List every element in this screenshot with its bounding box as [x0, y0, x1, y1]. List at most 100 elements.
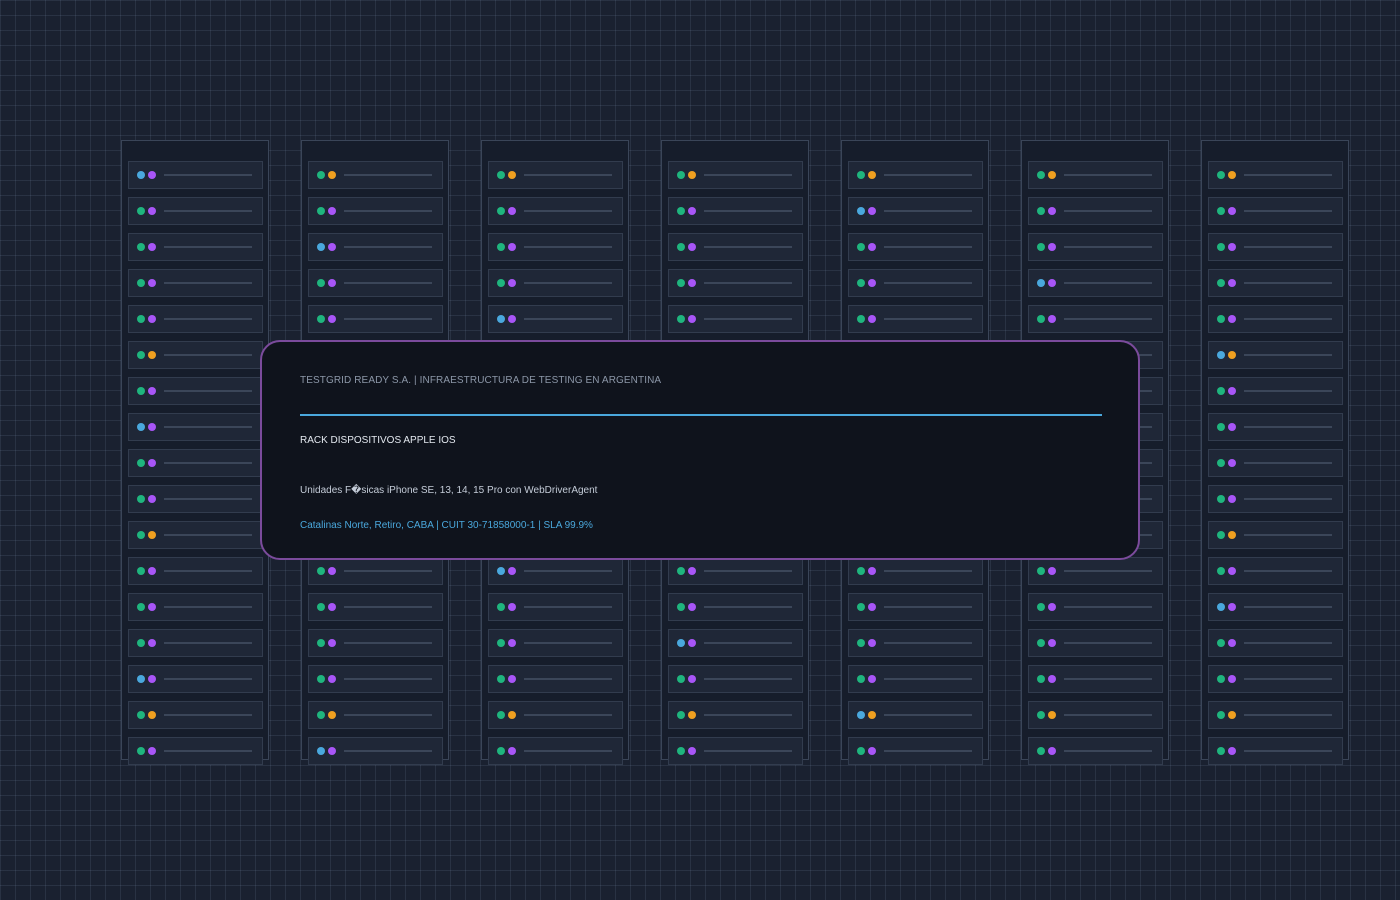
- status-led-icon: [677, 243, 685, 251]
- unit-bar: [1064, 714, 1152, 716]
- status-led-icon: [148, 567, 156, 575]
- status-led-icon: [1228, 243, 1236, 251]
- unit-bar: [344, 318, 432, 320]
- status-led-icon: [148, 675, 156, 683]
- rack-unit: [308, 233, 443, 261]
- status-led-icon: [137, 315, 145, 323]
- rack-unit: [128, 521, 263, 549]
- status-led-icon: [688, 171, 696, 179]
- rack-unit: [1028, 737, 1163, 765]
- unit-bar: [524, 318, 612, 320]
- status-led-icon: [1217, 423, 1225, 431]
- unit-bar: [704, 678, 792, 680]
- rack-unit: [1208, 485, 1343, 513]
- status-led-icon: [328, 171, 336, 179]
- unit-bar: [884, 210, 972, 212]
- status-led-icon: [328, 207, 336, 215]
- status-led-icon: [857, 603, 865, 611]
- unit-bar: [1244, 534, 1332, 536]
- status-led-icon: [317, 711, 325, 719]
- status-led-icon: [1217, 495, 1225, 503]
- rack-unit: [128, 665, 263, 693]
- status-led-icon: [1048, 567, 1056, 575]
- status-led-icon: [328, 603, 336, 611]
- status-led-icon: [868, 711, 876, 719]
- status-led-icon: [1228, 459, 1236, 467]
- status-led-icon: [497, 279, 505, 287]
- status-led-icon: [1048, 639, 1056, 647]
- status-led-icon: [677, 315, 685, 323]
- unit-bar: [1244, 426, 1332, 428]
- status-led-icon: [688, 711, 696, 719]
- unit-bar: [164, 498, 252, 500]
- status-led-icon: [1228, 279, 1236, 287]
- rack-unit: [1028, 269, 1163, 297]
- rack-unit: [488, 197, 623, 225]
- status-led-icon: [1228, 567, 1236, 575]
- unit-bar: [1064, 750, 1152, 752]
- unit-bar: [1244, 714, 1332, 716]
- rack-unit: [128, 593, 263, 621]
- unit-bar: [344, 174, 432, 176]
- status-led-icon: [1217, 675, 1225, 683]
- status-led-icon: [497, 243, 505, 251]
- card-divider: [300, 414, 1102, 416]
- rack-unit: [308, 269, 443, 297]
- unit-bar: [524, 678, 612, 680]
- status-led-icon: [148, 351, 156, 359]
- rack-unit: [1028, 593, 1163, 621]
- status-led-icon: [1217, 639, 1225, 647]
- unit-bar: [164, 462, 252, 464]
- status-led-icon: [137, 171, 145, 179]
- unit-bar: [524, 750, 612, 752]
- info-card: TESTGRID READY S.A. | INFRAESTRUCTURA DE…: [260, 340, 1140, 560]
- unit-bar: [524, 714, 612, 716]
- status-led-icon: [857, 639, 865, 647]
- status-led-icon: [1037, 603, 1045, 611]
- rack-unit: [308, 305, 443, 333]
- unit-bar: [1064, 246, 1152, 248]
- status-led-icon: [148, 459, 156, 467]
- rack-unit: [488, 665, 623, 693]
- status-led-icon: [497, 207, 505, 215]
- status-led-icon: [677, 711, 685, 719]
- status-led-icon: [1037, 171, 1045, 179]
- rack-unit: [128, 341, 263, 369]
- status-led-icon: [688, 279, 696, 287]
- status-led-icon: [1228, 603, 1236, 611]
- rack-unit: [128, 485, 263, 513]
- unit-bar: [1244, 498, 1332, 500]
- rack-unit: [848, 737, 983, 765]
- status-led-icon: [1037, 711, 1045, 719]
- status-led-icon: [328, 567, 336, 575]
- unit-bar: [1064, 318, 1152, 320]
- rack-unit: [1208, 377, 1343, 405]
- unit-bar: [1244, 174, 1332, 176]
- rack-unit: [308, 557, 443, 585]
- status-led-icon: [148, 495, 156, 503]
- status-led-icon: [137, 387, 145, 395]
- rack-unit: [1028, 701, 1163, 729]
- unit-bar: [164, 750, 252, 752]
- status-led-icon: [1228, 531, 1236, 539]
- status-led-icon: [508, 315, 516, 323]
- status-led-icon: [137, 639, 145, 647]
- rack-unit: [1208, 341, 1343, 369]
- rack-unit: [668, 629, 803, 657]
- rack-unit: [668, 269, 803, 297]
- unit-bar: [704, 210, 792, 212]
- rack-unit: [668, 161, 803, 189]
- unit-bar: [164, 318, 252, 320]
- status-led-icon: [1048, 243, 1056, 251]
- rack-unit: [1208, 305, 1343, 333]
- status-led-icon: [1037, 243, 1045, 251]
- unit-bar: [164, 534, 252, 536]
- status-led-icon: [137, 531, 145, 539]
- status-led-icon: [148, 207, 156, 215]
- rack-unit: [488, 593, 623, 621]
- unit-bar: [344, 570, 432, 572]
- rack-unit: [848, 665, 983, 693]
- status-led-icon: [148, 387, 156, 395]
- status-led-icon: [317, 639, 325, 647]
- status-led-icon: [1228, 639, 1236, 647]
